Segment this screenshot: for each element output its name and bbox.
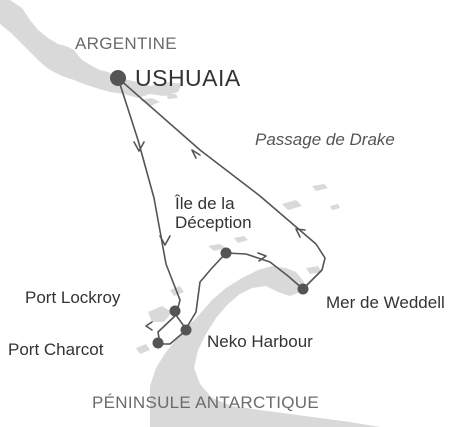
stop-ushuaia (110, 70, 126, 86)
label-port-lockroy: Port Lockroy (25, 288, 121, 307)
route (117, 77, 326, 345)
island (166, 94, 178, 99)
arrow-up-left-icon (191, 149, 201, 159)
stop-lockroy (169, 305, 181, 317)
island (136, 344, 150, 354)
arrow-up-left-icon (295, 228, 306, 238)
arrow-down-icon (133, 141, 145, 152)
stop-charcot (152, 337, 164, 349)
arrow-down-icon (159, 235, 171, 246)
label-port-charcot: Port Charcot (8, 340, 104, 359)
island (282, 200, 302, 210)
landmass-south-america (0, 0, 182, 98)
island (140, 98, 160, 106)
route-arrows (133, 141, 306, 331)
island (148, 306, 172, 322)
island (208, 244, 226, 251)
label-drake-passage: Passage de Drake (255, 130, 395, 149)
stop-neko (180, 324, 192, 336)
island (234, 236, 248, 243)
arrow-left-icon (145, 321, 153, 331)
island (306, 266, 322, 274)
label-argentine: ARGENTINE (75, 34, 177, 53)
stop-deception (220, 247, 232, 259)
label-deception-line1: Île de la (175, 194, 235, 213)
route-return (117, 77, 326, 290)
arrow-right-icon (257, 252, 267, 262)
label-deception-line2: Déception (175, 213, 252, 232)
label-mer-de-weddell: Mer de Weddell (326, 293, 445, 312)
landmass-antarctica (150, 266, 380, 427)
label-neko-harbour: Neko Harbour (207, 332, 313, 351)
island (330, 204, 340, 210)
route-outbound (117, 77, 181, 301)
stop-weddell (297, 283, 309, 295)
route-loop (157, 252, 304, 345)
label-ushuaia: USHUAIA (135, 65, 241, 91)
island (312, 184, 328, 191)
label-peninsule-antarctique: PÉNINSULE ANTARCTIQUE (92, 393, 320, 412)
